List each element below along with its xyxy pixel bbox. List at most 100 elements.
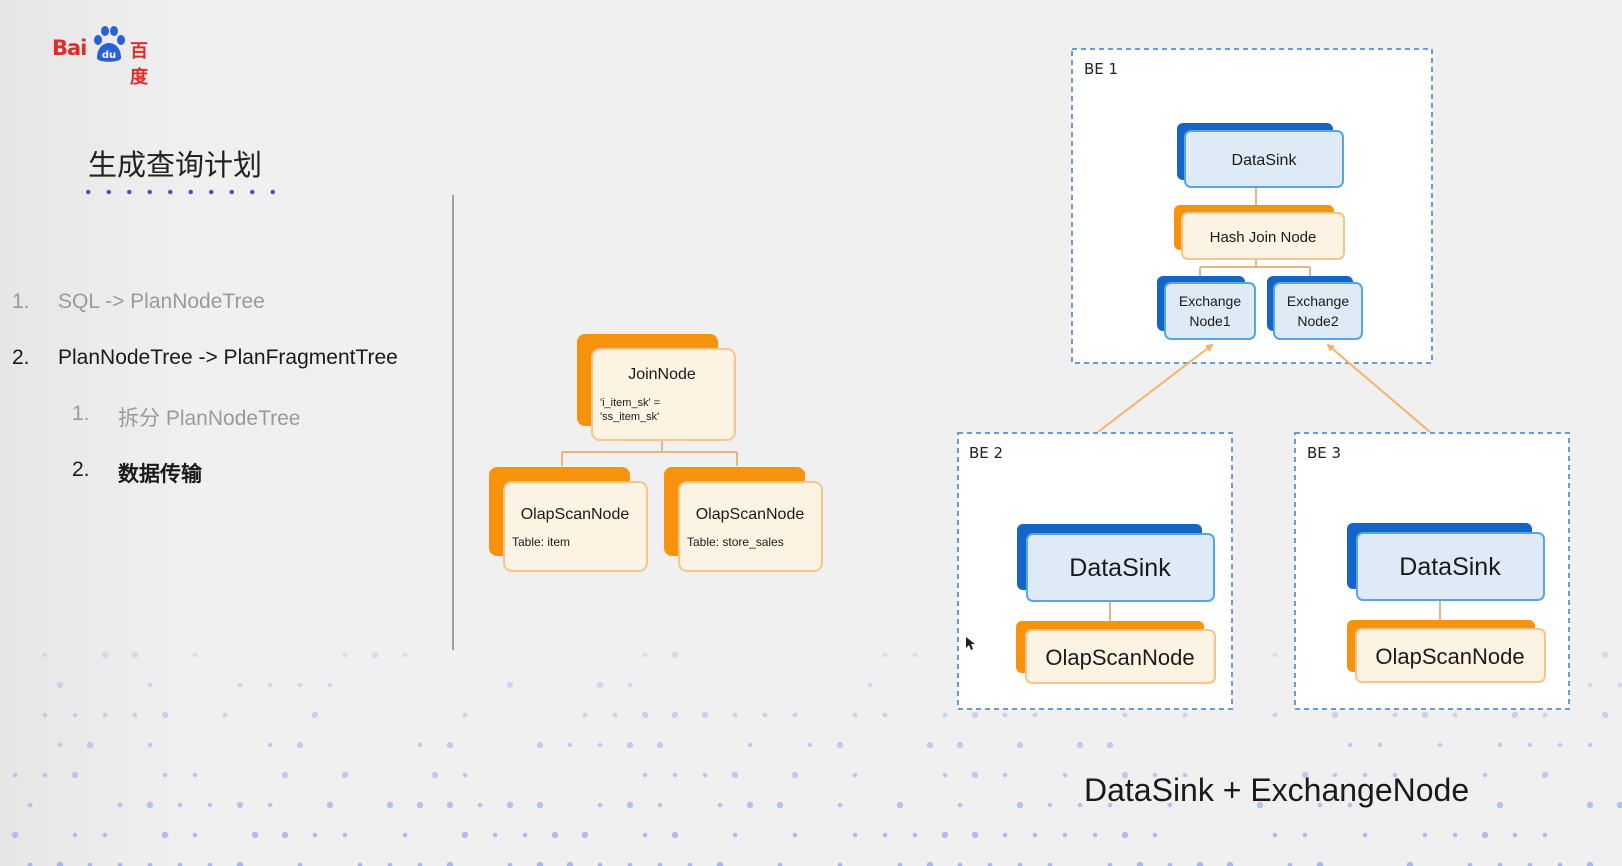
background-dot: [236, 861, 244, 866]
outline-subitem-1: 1. 拆分 PlanNodeTree: [72, 402, 300, 430]
background-dot: [146, 801, 154, 809]
background-dot: [1497, 742, 1503, 748]
background-dot: [1362, 772, 1368, 778]
background-dot: [536, 861, 544, 866]
background-dot: [942, 772, 948, 778]
olapscan-store-sales-detail: Table: store_sales: [687, 535, 784, 549]
background-dot: [1016, 741, 1024, 749]
be2-datasink-label: DataSink: [1069, 554, 1171, 582]
plan-tree-connectors: [561, 440, 738, 466]
logo-text-cn: 百度: [130, 41, 148, 88]
background-dot: [522, 832, 528, 838]
background-dot: [1092, 832, 1098, 838]
background-dot: [1496, 801, 1504, 809]
outline-item-1: 1. SQL -> PlanNodeTree: [12, 290, 265, 314]
background-dot: [627, 682, 633, 688]
background-dot: [1422, 832, 1428, 838]
background-dot: [551, 831, 559, 839]
background-dot: [716, 861, 724, 866]
background-dot: [162, 772, 168, 778]
be1-label: BE 1: [1084, 60, 1118, 78]
background-dot: [42, 652, 48, 658]
background-dot: [1017, 862, 1023, 866]
be1-exchange-node2-line2: Node2: [1297, 313, 1338, 329]
background-dot: [207, 802, 213, 808]
background-dot: [1002, 832, 1008, 838]
background-dot: [1512, 832, 1518, 838]
background-dot: [296, 741, 304, 749]
background-dot: [446, 801, 454, 809]
background-dot: [626, 801, 634, 809]
outline-subitem-2-text: 数据传输: [118, 463, 202, 486]
background-dot: [1167, 862, 1173, 866]
background-dot: [1332, 772, 1338, 778]
background-dot: [1302, 832, 1308, 838]
background-dot: [896, 801, 904, 809]
background-dot: [1392, 712, 1398, 718]
background-dot: [342, 652, 348, 658]
outline-subitem-1-text: 拆分 PlanNodeTree: [118, 407, 301, 430]
background-dot: [267, 802, 273, 808]
divider-line: [452, 195, 454, 650]
background-dot: [237, 682, 243, 688]
joinnode-detail-line2: 'ss_item_sk': [600, 411, 659, 423]
slide-title: 生成查询计划: [88, 148, 263, 182]
background-dot: [1106, 741, 1114, 749]
background-dot: [837, 802, 843, 808]
background-dot: [236, 801, 244, 809]
background-dot: [836, 741, 844, 749]
background-dot: [1316, 861, 1324, 866]
background-dot: [882, 832, 888, 838]
background-dot: [1182, 712, 1188, 718]
background-dot: [1527, 862, 1533, 866]
background-dot: [746, 801, 754, 809]
be3-datasink-label: DataSink: [1399, 553, 1501, 581]
background-dot: [71, 771, 79, 779]
background-dot: [597, 862, 603, 866]
background-dot: [446, 861, 454, 866]
background-dot: [1557, 862, 1563, 866]
background-dot: [462, 712, 468, 718]
background-dot: [701, 711, 709, 719]
background-dot: [777, 862, 783, 866]
be1-datasink-label: DataSink: [1232, 152, 1298, 169]
background-dot: [87, 862, 93, 866]
background-dot: [657, 802, 663, 808]
background-dot: [597, 742, 603, 748]
background-dot: [86, 741, 94, 749]
background-dot: [446, 741, 454, 749]
background-dot: [596, 681, 604, 689]
be2-datasink-box: DataSink: [1017, 524, 1215, 602]
be3-datasink-box: DataSink: [1347, 523, 1545, 601]
be1-exchange-node2-box: Exchange Node2: [1267, 276, 1363, 340]
background-dot: [1421, 711, 1429, 719]
background-dot: [882, 712, 888, 718]
background-dot: [791, 771, 799, 779]
background-dot: [566, 861, 574, 866]
background-dot: [417, 862, 423, 866]
background-dot: [1077, 802, 1083, 808]
background-dot: [1542, 832, 1548, 838]
background-dot: [161, 831, 169, 839]
logo-paw-text: du: [102, 50, 116, 61]
background-dot: [941, 831, 949, 839]
background-dot: [1032, 832, 1038, 838]
olapscan-item-title: OlapScanNode: [521, 506, 630, 523]
background-dot: [1557, 742, 1563, 748]
background-dot: [1587, 682, 1593, 688]
background-dot: [101, 651, 109, 659]
background-dot: [597, 802, 603, 808]
background-dot: [281, 771, 289, 779]
background-dot: [1256, 801, 1264, 809]
background-dot: [1467, 862, 1473, 866]
background-dot: [117, 802, 123, 808]
background-dot: [1272, 652, 1278, 658]
background-dot: [536, 801, 544, 809]
background-dot: [506, 801, 514, 809]
background-dot: [731, 771, 739, 779]
background-dot: [536, 741, 544, 749]
background-dot: [1586, 861, 1594, 866]
background-dot: [56, 681, 64, 689]
background-dot: [792, 832, 798, 838]
